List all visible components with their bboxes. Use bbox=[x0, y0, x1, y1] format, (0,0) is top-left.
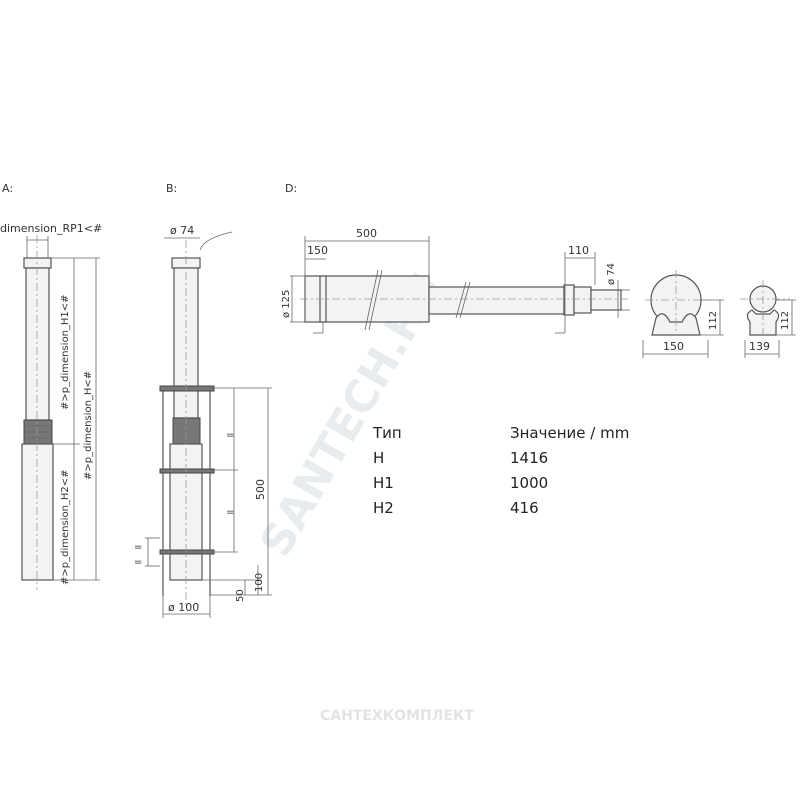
table-row: H 1416 bbox=[373, 445, 629, 470]
cell-value: 416 bbox=[510, 498, 539, 517]
header-value: Значение / mm bbox=[510, 423, 630, 442]
view-b: B: ø 74 = = 500 50 100 = = ø 100 bbox=[134, 182, 272, 618]
view-a: A: dimension_RP1<# #>p_dimension_H1<# #>… bbox=[0, 182, 102, 590]
header-type: Тип bbox=[373, 423, 402, 442]
dimensions-table: Тип Значение / mm H 1416 H1 1000 H2 416 bbox=[373, 420, 629, 520]
view-a-label: A: bbox=[2, 182, 13, 195]
dim-150-h: 150 bbox=[307, 244, 328, 257]
view-d: D: 500 150 ø 125 110 ø 74 112 150 bbox=[281, 182, 796, 358]
cell-type: H bbox=[373, 448, 385, 467]
dim-h2: #>p_dimension_H2<# bbox=[60, 469, 71, 585]
dim-h: #>p_dimension_H<# bbox=[83, 371, 94, 480]
table-header: Тип Значение / mm bbox=[373, 420, 629, 445]
dim-d74-h: ø 74 bbox=[606, 263, 617, 285]
dim-h1: #>p_dimension_H1<# bbox=[60, 294, 71, 410]
dim-500: 500 bbox=[254, 479, 267, 500]
dim-d125: ø 125 bbox=[281, 290, 292, 318]
view-b-label: B: bbox=[166, 182, 177, 195]
dim-eq-1: = bbox=[226, 430, 234, 441]
view-d-label: D: bbox=[285, 182, 297, 195]
dim-rp1: dimension_RP1<# bbox=[0, 222, 102, 235]
cell-type: H2 bbox=[373, 498, 394, 517]
cell-value: 1416 bbox=[510, 448, 549, 467]
cell-type: H1 bbox=[373, 473, 394, 492]
dim-500-h: 500 bbox=[356, 227, 377, 240]
dim-eq-4: = bbox=[134, 557, 142, 568]
dim-150-w: 150 bbox=[663, 340, 684, 353]
dim-112-b: 112 bbox=[780, 311, 791, 330]
dim-139: 139 bbox=[749, 340, 770, 353]
dim-50: 50 bbox=[235, 589, 246, 602]
dim-eq-2: = bbox=[226, 507, 234, 518]
dim-110: 110 bbox=[568, 244, 589, 257]
table-row: H1 1000 bbox=[373, 470, 629, 495]
table-row: H2 416 bbox=[373, 495, 629, 520]
cell-value: 1000 bbox=[510, 473, 549, 492]
dim-eq-3: = bbox=[134, 542, 142, 553]
dim-112-a: 112 bbox=[708, 311, 719, 330]
watermark-company: САНТЕХКОМПЛЕКТ bbox=[320, 708, 474, 724]
dim-d74: ø 74 bbox=[170, 224, 194, 237]
dim-d100: ø 100 bbox=[168, 601, 199, 614]
dim-100-vert: 100 bbox=[254, 573, 265, 592]
